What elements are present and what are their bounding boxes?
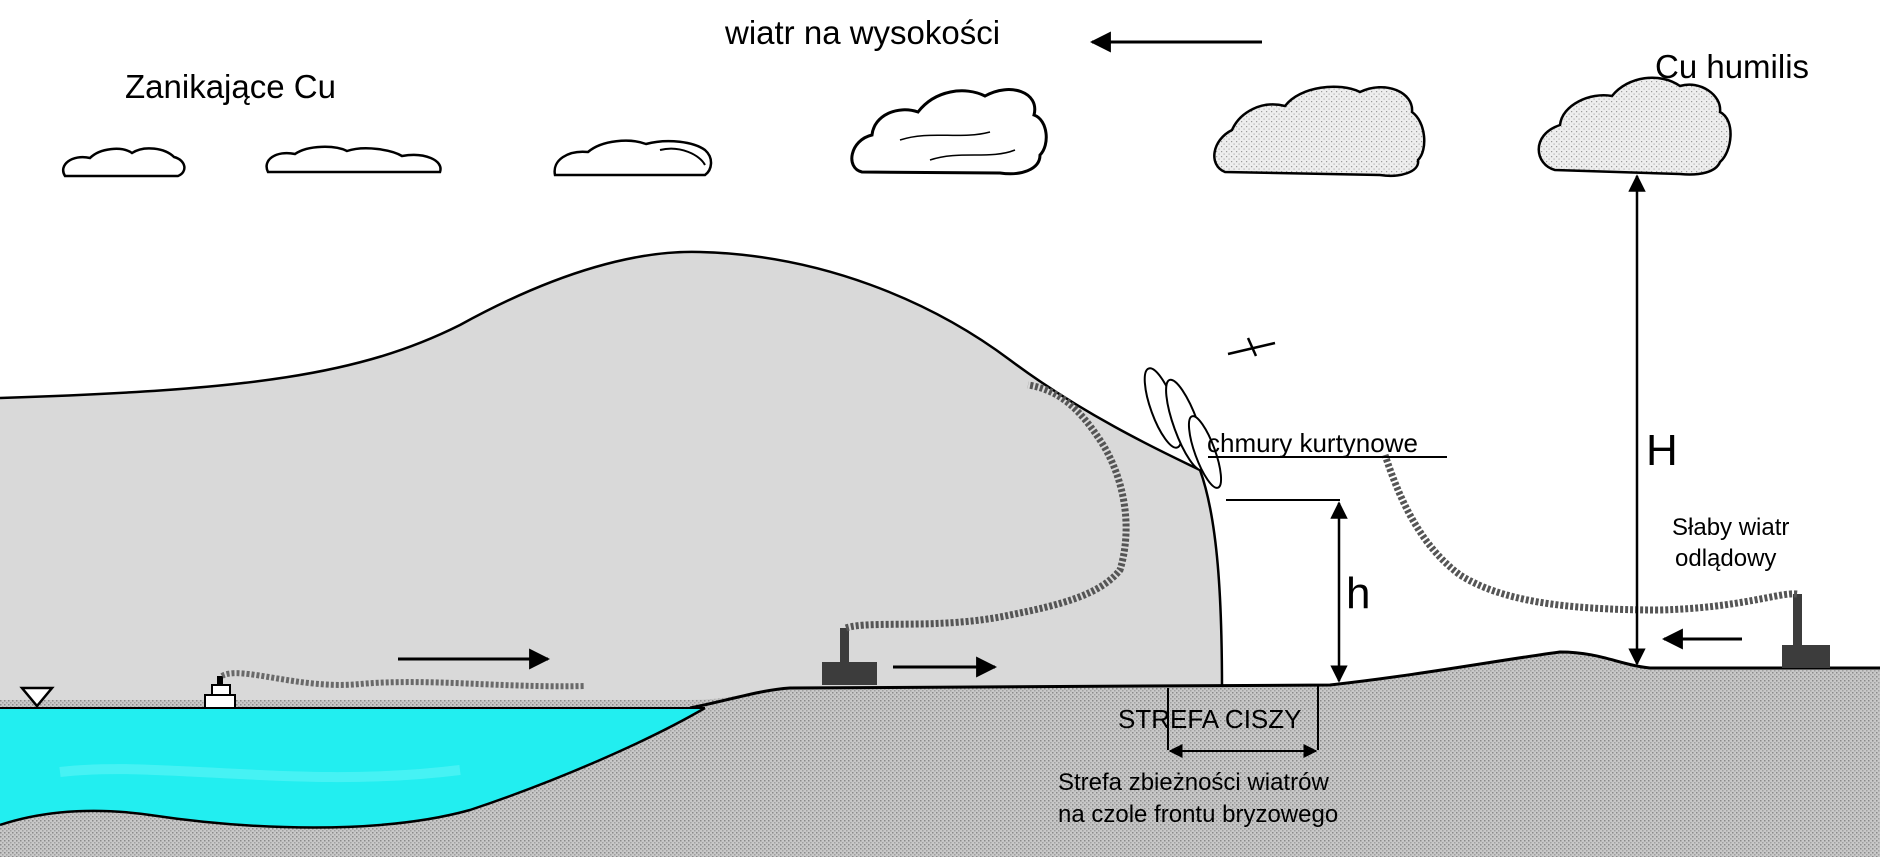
decaying-cu-cloud-3 [553,139,713,177]
ship-icon [204,676,236,709]
cumulus-cloud-5 [1213,85,1426,177]
ground-surface-line [689,650,1880,710]
factory-icon [822,628,877,685]
inland-smoke-trail [1381,453,1798,614]
ship-smoke-trail [220,670,586,690]
wind-aloft-label: wiatr na wysokości [724,14,1000,51]
H-label: H [1646,426,1678,475]
calm-zone-label: STREFA CISZY [1118,704,1302,734]
cumulus-cloud-4 [850,88,1048,176]
factory-smoke-plume [844,381,1130,632]
sea-bed-line [0,706,706,829]
inland-factory-icon [1782,594,1830,668]
decaying-cu-cloud-1 [62,147,186,178]
marine-air-mass [0,251,1222,700]
sea [0,708,705,828]
weak-offshore-wind-label-1: Słaby wiatr [1672,514,1789,541]
cu-humilis-label: Cu humilis [1655,48,1809,85]
sea-texture [59,764,461,783]
h-label: h [1346,569,1370,618]
convergence-label-1: Strefa zbieżności wiatrów [1058,769,1329,796]
curtain-clouds-label: chmury kurtynowe [1207,428,1418,458]
cu-humilis-cloud [1537,76,1732,176]
decaying-cu-cloud-2 [265,145,442,174]
curtain-clouds [1143,367,1223,489]
decaying-cu-label: Zanikające Cu [125,68,336,105]
convergence-label-2: na czole frontu bryzowego [1058,801,1338,828]
airplane-icon [1227,337,1276,357]
water-level-triangle-icon [19,686,55,708]
weak-offshore-wind-label-2: odlądowy [1675,545,1776,572]
